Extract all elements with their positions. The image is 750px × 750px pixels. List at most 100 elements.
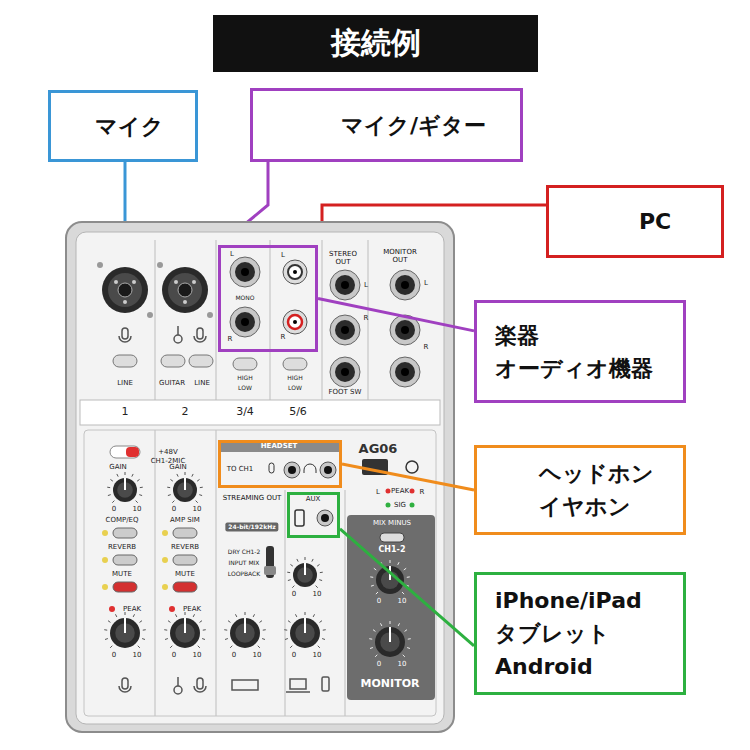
- knob-tick: [165, 638, 168, 640]
- panel-label: GAIN: [169, 463, 187, 471]
- callout-text: ヘッドホン イヤホン: [539, 457, 679, 523]
- monitor-panel: [347, 515, 435, 700]
- panel-label: 10: [313, 651, 322, 659]
- knob-tick: [323, 629, 326, 630]
- knob-tick: [138, 646, 140, 648]
- knob-tick: [305, 612, 306, 615]
- knob-tick: [140, 621, 142, 623]
- panel-label: MIX MINUS: [373, 519, 411, 527]
- callout-text: PC: [639, 205, 671, 238]
- knob-body: [293, 563, 317, 587]
- panel-label: 10: [193, 651, 202, 659]
- knob-tick: [287, 572, 290, 573]
- panel-label: MUTE: [175, 570, 195, 578]
- knob-tick: [203, 629, 206, 630]
- knob-tick: [117, 474, 118, 477]
- knob-tick: [288, 621, 290, 623]
- knob-tick: [170, 479, 172, 481]
- channel-number-band: [80, 400, 440, 425]
- knob-tick: [402, 592, 404, 594]
- knob-tick: [168, 494, 171, 496]
- knob-tick: [235, 614, 236, 617]
- knob-tick: [185, 472, 186, 475]
- bottom-symbols: [119, 677, 329, 694]
- knob-tick: [260, 621, 262, 623]
- knob-body: [113, 478, 137, 502]
- channel-symbols: [119, 326, 206, 343]
- knob-pointer: [389, 627, 391, 642]
- region-label: AUX: [306, 496, 321, 504]
- title-bar: 接続例: [213, 15, 538, 72]
- knob-tick: [200, 621, 202, 623]
- callout-text: マイク: [95, 110, 164, 143]
- knob-tick: [137, 479, 139, 481]
- knob-tick: [390, 621, 391, 624]
- knob-body: [173, 478, 197, 502]
- knob-pointer: [124, 618, 126, 633]
- knob-tick: [133, 614, 134, 617]
- callout-text: iPhone/iPad タブレット Android: [495, 584, 665, 683]
- knob-tick: [398, 623, 399, 626]
- knob-tick: [177, 474, 178, 477]
- panel-label: LOOPBACK: [228, 571, 260, 578]
- panel-label: HIGH: [237, 375, 252, 382]
- knob-pointer: [184, 618, 186, 633]
- knob-tick: [115, 614, 116, 617]
- connection-region: LMONORLR: [218, 245, 318, 352]
- panel-label: MUTE: [112, 570, 132, 578]
- connector: [340, 529, 474, 646]
- knob-pointer: [244, 618, 246, 633]
- panel-label: 5/6: [289, 406, 307, 419]
- knob-tick: [200, 487, 203, 488]
- panel-label: MONITOR: [361, 678, 420, 691]
- panel-label: 0: [112, 651, 116, 659]
- knob-tick: [202, 638, 205, 640]
- panel-label: LOW: [238, 385, 252, 392]
- connector: [318, 299, 474, 331]
- knob-tick: [292, 586, 294, 588]
- mixer-panel: [76, 232, 444, 724]
- callout-box: 楽器 オーディオ機器: [474, 300, 686, 403]
- knob-tick: [407, 576, 410, 577]
- knob-tick: [108, 621, 110, 623]
- knob-tick: [290, 564, 292, 566]
- panel-label: AG06: [359, 442, 398, 457]
- knob-tick: [164, 629, 167, 630]
- panel-label: STEREO OUT: [323, 250, 363, 266]
- panel-label: HIGH: [287, 375, 302, 382]
- panel-label: 10: [398, 597, 407, 605]
- callout-text: マイク/ギター: [341, 109, 486, 142]
- knob-tick: [319, 579, 322, 581]
- panel-label: 0: [377, 660, 381, 668]
- knob-tick: [168, 621, 170, 623]
- knob-tick: [197, 479, 199, 481]
- panel-label: LINE: [117, 379, 133, 387]
- panel-label: L: [376, 488, 380, 496]
- knob-tick: [398, 562, 399, 565]
- knob-tick: [370, 647, 373, 649]
- knob-tick: [403, 655, 405, 657]
- knob-tick: [320, 572, 323, 573]
- knob-tick: [376, 592, 378, 594]
- knob-tick: [110, 646, 112, 648]
- knob-tick: [380, 623, 381, 626]
- knob-tick: [104, 629, 107, 630]
- knob-tick: [262, 638, 265, 640]
- knob-tick: [374, 568, 376, 570]
- knob-tick: [305, 557, 306, 560]
- panel-label: 10: [133, 505, 142, 513]
- region-label: R: [281, 334, 286, 342]
- knob-pointer: [304, 618, 306, 633]
- connection-region: AUX: [287, 492, 340, 538]
- panel-label: AMP SIM: [170, 516, 200, 524]
- panel-label: 0: [112, 505, 116, 513]
- knob-tick: [105, 638, 108, 640]
- panel-label: LOW: [288, 385, 302, 392]
- callout-box: PC: [546, 185, 724, 258]
- panel-dividers: [155, 240, 368, 716]
- panel-label: 0: [232, 651, 236, 659]
- panel-label: COMP/EQ: [106, 516, 139, 524]
- panel-label: REVERB: [108, 543, 136, 551]
- knob-body: [110, 618, 140, 648]
- panel-label: 10: [398, 660, 407, 668]
